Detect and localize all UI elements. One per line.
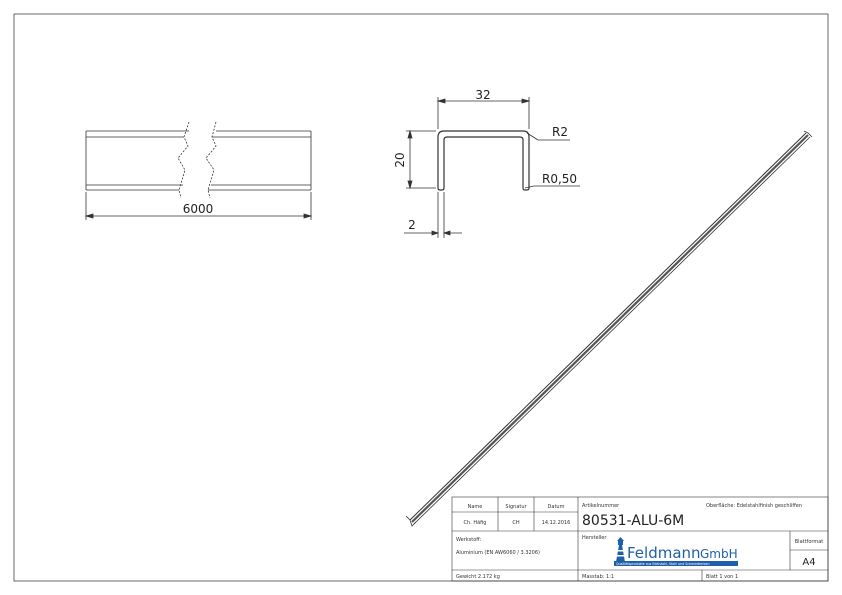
tb-oberflaeche: Oberfläche: Edelstahlfinish geschliffen [706,503,802,509]
length-dimension-label: 6000 [183,202,214,216]
tb-werkstoff: Aluminium (EN AW6060 / 3.3206) [456,550,540,556]
height-dimension-label: 20 [393,152,407,167]
tb-hersteller-label: Hersteller [582,535,607,541]
tb-werkstoff-label: Werkstoff: [456,537,482,543]
logo-tagline: Qualitätsprodukte aus Edelstahl, Stahl u… [616,562,709,566]
break-line-right [205,121,217,199]
lighthouse-icon [616,537,625,562]
tb-name: Ch. Häfig [464,520,487,526]
tb-gewicht: Gewicht 2.172 kg [456,574,500,580]
side-view [84,121,313,220]
isometric-bar-view [405,130,813,527]
tb-blattformat: A4 [802,557,815,568]
tb-datum: 14.12.2016 [542,520,571,526]
tb-col-signatur: Signatur [505,504,527,510]
logo-main-text: Feldmann [627,544,701,562]
tb-col-datum: Datum [548,504,565,510]
section-view [404,97,580,238]
feldmann-logo: Feldmann GmbH Qualitätsprodukte aus Edel… [614,537,738,566]
break-line-left [177,121,190,199]
outer-radius-label: R2 [552,125,568,139]
tb-artikelnummer-label: Artikelnummer [582,503,620,509]
tb-blattformat-label: Blattformat [795,539,824,545]
inner-radius-label: R0,50 [542,172,577,186]
logo-gmbh-text: GmbH [700,547,738,561]
thickness-dimension-label: 2 [408,218,416,232]
tb-artikelnummer: 80531-ALU-6M [582,513,684,529]
tb-massstab: Masstab: 1:1 [582,574,614,580]
tb-blatt: Blatt 1 von 1 [706,574,738,580]
tb-col-name: Name [468,504,483,510]
sheet-frame [13,13,829,582]
width-dimension-label: 32 [475,88,490,102]
title-block [451,496,829,582]
tb-signatur: CH [512,520,519,526]
